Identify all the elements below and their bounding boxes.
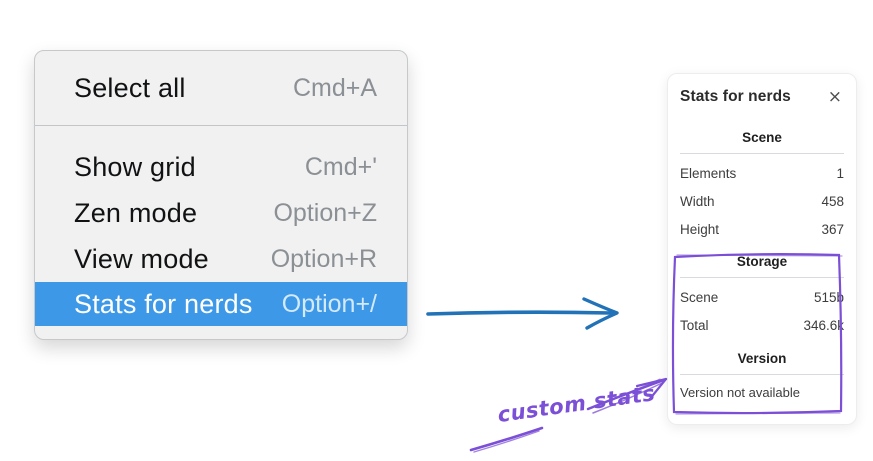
- menu-item-select-all[interactable]: Select all Cmd+A: [35, 65, 407, 111]
- stat-row: Total 346.6k: [680, 317, 844, 334]
- stat-row: Width 458: [680, 193, 844, 210]
- stat-label: Elements: [680, 166, 737, 181]
- stat-row: Elements 1: [680, 165, 844, 182]
- custom-stats-label: custom stats: [496, 381, 657, 428]
- menu-item-shortcut: Option+R: [270, 244, 377, 273]
- menu-item-shortcut: Cmd+': [304, 152, 377, 181]
- context-menu: Select all Cmd+A Show grid Cmd+' Zen mod…: [34, 50, 408, 340]
- stat-value: 346.6k: [803, 318, 844, 333]
- stat-value: 458: [821, 194, 844, 209]
- menu-item-shortcut: Option+/: [281, 289, 377, 318]
- menu-item-stats-for-nerds[interactable]: Stats for nerds Option+/: [35, 282, 407, 326]
- section-header: Version: [737, 351, 787, 366]
- section-storage: Storage Scene 515b Total 346.6k: [680, 254, 844, 334]
- version-note: Version not available: [680, 385, 800, 400]
- section-header: Storage: [736, 254, 788, 269]
- stat-label: Total: [680, 318, 709, 333]
- menu-group-bottom: Show grid Cmd+' Zen mode Option+Z View m…: [35, 126, 407, 339]
- stat-label: Scene: [680, 290, 719, 305]
- stat-value: 367: [821, 222, 844, 237]
- menu-item-show-grid[interactable]: Show grid Cmd+': [35, 144, 407, 190]
- menu-group-top: Select all Cmd+A: [35, 51, 407, 125]
- stats-panel-header: Stats for nerds ×: [680, 88, 844, 106]
- menu-item-label: Zen mode: [74, 197, 198, 228]
- menu-item-shortcut: Cmd+A: [292, 73, 377, 102]
- menu-item-zen-mode[interactable]: Zen mode Option+Z: [35, 190, 407, 236]
- menu-item-label: Show grid: [74, 151, 196, 182]
- section-divider: [680, 374, 844, 375]
- stats-panel: Stats for nerds × Scene Elements 1 Width…: [667, 73, 857, 425]
- section-header: Scene: [742, 130, 782, 145]
- stat-row: Height 367: [680, 221, 844, 238]
- stat-label: Width: [680, 194, 715, 209]
- stat-value: 515b: [813, 290, 844, 305]
- menu-item-view-mode[interactable]: View mode Option+R: [35, 236, 407, 282]
- section-scene: Scene Elements 1 Width 458 Height 367: [680, 130, 844, 238]
- stat-label: Height: [680, 222, 720, 237]
- menu-item-label: Stats for nerds: [74, 288, 253, 319]
- stat-value: 1: [836, 166, 844, 181]
- stats-panel-title: Stats for nerds: [680, 88, 791, 105]
- section-version: Version Version not available: [680, 351, 844, 401]
- section-divider: [680, 277, 844, 278]
- menu-item-label: Select all: [74, 72, 186, 103]
- menu-item-label: View mode: [74, 243, 209, 274]
- close-icon[interactable]: ×: [827, 86, 842, 107]
- section-divider: [680, 153, 844, 154]
- blue-arrow: [426, 297, 619, 330]
- custom-stats-arrow: [469, 377, 668, 453]
- menu-separator: [35, 125, 407, 126]
- stat-row: Scene 515b: [680, 289, 844, 306]
- menu-item-shortcut: Option+Z: [273, 198, 377, 227]
